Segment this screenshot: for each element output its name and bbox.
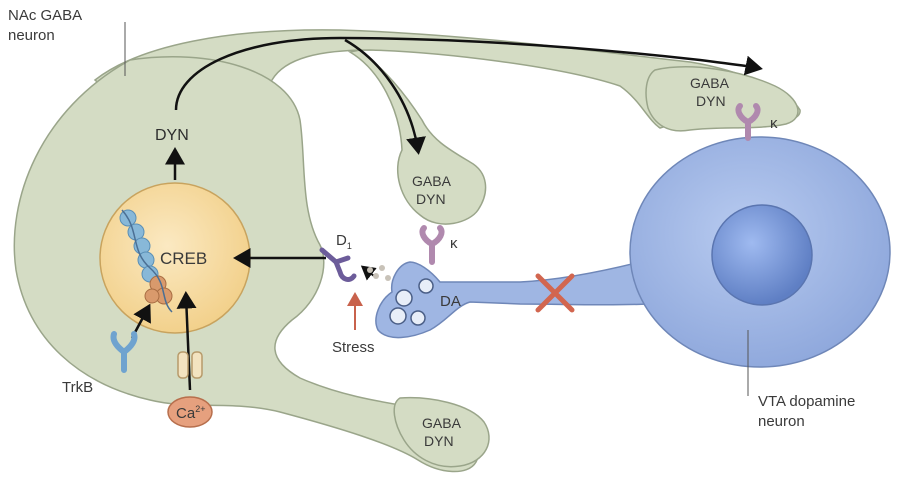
vta-neuron-label: VTA dopamine: [758, 393, 855, 410]
terminal-top-gaba-label: GABA: [690, 75, 730, 91]
terminal-bottom-gaba-label: GABA: [422, 415, 462, 431]
terminal-bottom-dyn-label: DYN: [424, 433, 454, 449]
stress-label: Stress: [332, 339, 375, 356]
vta-axon: [376, 262, 648, 338]
nac-neuron-label-2: neuron: [8, 27, 55, 44]
terminal-mid-dyn-label: DYN: [416, 191, 446, 207]
d1-receptor-icon: [322, 250, 354, 279]
dyn-label: DYN: [155, 127, 189, 144]
da-label: DA: [440, 293, 461, 310]
d1-label: D1: [336, 232, 352, 251]
trkb-label: TrkB: [62, 379, 93, 396]
kappa-soma-label: κ: [770, 115, 778, 132]
terminal-top-dyn-label: DYN: [696, 93, 726, 109]
kappa-receptor-terminal-icon: [422, 228, 441, 262]
creb-label: CREB: [160, 249, 207, 268]
nac-neuron-label: NAc GABA: [8, 7, 82, 24]
vta-neuron-label-2: neuron: [758, 413, 805, 430]
kappa-terminal-label: κ: [450, 235, 458, 252]
terminal-mid-gaba-label: GABA: [412, 173, 452, 189]
vta-nucleus: [712, 205, 812, 305]
